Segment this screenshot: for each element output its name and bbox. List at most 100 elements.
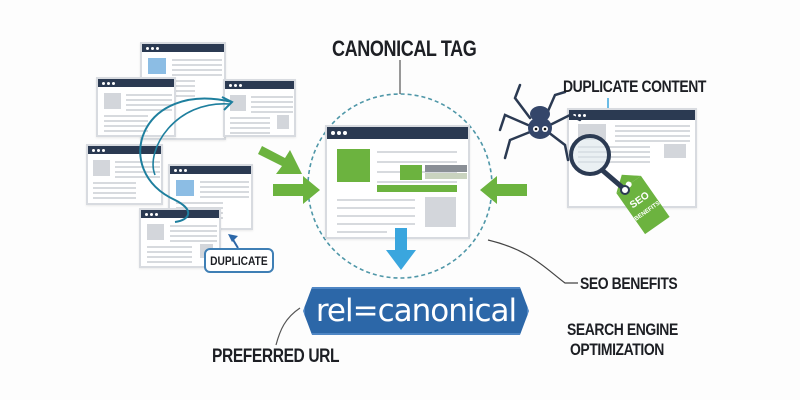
text-line [337, 223, 415, 225]
dup-pointer-head [228, 234, 238, 242]
text-line [103, 120, 148, 122]
text-line [230, 127, 271, 129]
text-line [115, 161, 160, 163]
text-line [250, 106, 293, 108]
text-line [200, 196, 249, 198]
blue-arrow-down [386, 228, 416, 270]
highlight-bar-light [425, 173, 467, 179]
text-line [146, 246, 192, 248]
text-line [172, 74, 222, 76]
green-link-bar [377, 185, 457, 192]
window-titlebar [142, 44, 224, 52]
text-line [200, 181, 249, 183]
duplicate-content-label: DUPLICATE CONTENT [563, 77, 707, 96]
seo-connector [487, 239, 578, 284]
text-line [93, 187, 136, 189]
text-line [169, 225, 218, 227]
window-titlebar [569, 110, 695, 120]
text-line [230, 117, 271, 119]
text-line [614, 140, 690, 142]
text-line [126, 94, 173, 96]
text-line [337, 199, 415, 201]
text-line [93, 197, 136, 199]
text-line [115, 176, 160, 178]
duplicate-page-window [86, 144, 163, 205]
window-titlebar [98, 79, 174, 87]
optimization-label: OPTIMIZATION [570, 340, 664, 359]
window-titlebar [327, 127, 468, 139]
green-arrow-diag [258, 146, 302, 174]
arrow-head [221, 96, 234, 111]
text-line [377, 151, 457, 153]
duplicate-label: DUPLICATE [210, 253, 268, 268]
text-line [115, 166, 160, 168]
text-line [578, 151, 650, 153]
highlight-bar [425, 165, 467, 172]
image-placeholder [176, 180, 194, 196]
text-line [614, 130, 690, 132]
text-line [377, 181, 457, 183]
window-titlebar [141, 210, 219, 218]
green-arrow-left [273, 176, 320, 204]
curved-arrow [139, 97, 233, 223]
duplicate-page-window [96, 77, 176, 137]
text-line [103, 130, 148, 132]
text-line [230, 122, 271, 124]
text-line [93, 182, 136, 184]
text-line [337, 215, 415, 217]
text-line [146, 256, 192, 258]
text-line [93, 192, 136, 194]
duplicate-badge: DUPLICATE [204, 248, 274, 273]
text-line [146, 261, 192, 263]
text-line [115, 171, 160, 173]
page-title: CANONICAL TAG [332, 36, 477, 61]
image-placeholder [103, 93, 121, 109]
duplicate-page-window [223, 79, 296, 137]
text-line [250, 101, 293, 103]
seo-benefits-label: SEO BENEFITS [580, 274, 678, 293]
text-line [176, 202, 223, 204]
rel-canonical-text: rel=canonical [315, 293, 517, 329]
text-line [200, 191, 249, 193]
image-placeholder [93, 160, 110, 176]
image-placeholder [664, 144, 686, 158]
text-line [614, 125, 690, 127]
text-line [169, 240, 218, 242]
text-line [126, 109, 173, 111]
image-placeholder [146, 224, 165, 240]
text-line [578, 146, 650, 148]
green-image [337, 149, 370, 182]
text-line [250, 96, 293, 98]
text-line [578, 161, 650, 163]
text-line [614, 135, 690, 137]
image-placeholder [276, 115, 289, 129]
text-line [146, 251, 192, 253]
text-line [337, 231, 387, 233]
text-line [103, 115, 148, 117]
canonical-page-window [325, 125, 470, 239]
image-placeholder [230, 95, 246, 111]
text-line [126, 104, 173, 106]
text-line [578, 156, 650, 158]
image-placeholder [425, 197, 456, 227]
green-block [400, 165, 422, 180]
image-placeholder [148, 58, 167, 74]
text-line [126, 99, 173, 101]
text-line [377, 161, 457, 163]
window-titlebar [88, 146, 161, 154]
text-line [172, 64, 222, 66]
text-line [200, 186, 249, 188]
text-line [337, 207, 415, 209]
preferred-url-label: PREFERRED URL [212, 346, 340, 367]
text-line [169, 235, 218, 237]
rel-canonical-pill: rel=canonical [303, 287, 529, 335]
window-titlebar [225, 81, 294, 89]
text-line [103, 125, 148, 127]
preferred-connector [275, 307, 301, 346]
text-line [230, 132, 271, 134]
magnifier-icon [569, 134, 630, 195]
spider-icon [498, 83, 582, 162]
window-titlebar [170, 166, 251, 174]
green-arrow-right [480, 176, 527, 204]
